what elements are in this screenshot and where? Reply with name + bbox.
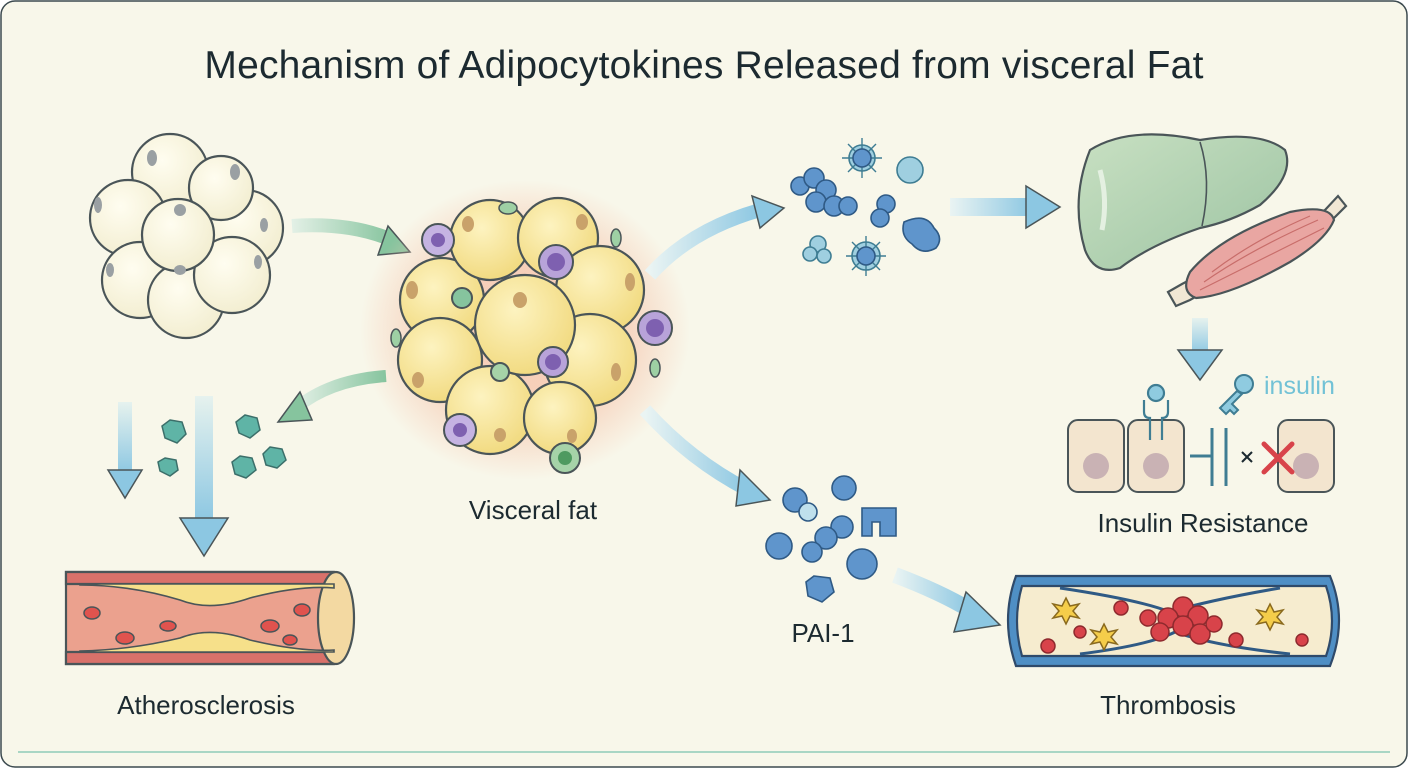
- insulin-receptor-icon: [1142, 383, 1170, 440]
- arrow-to-insulin-resistance: [1176, 318, 1224, 382]
- insulin-label: insulin: [1264, 372, 1335, 400]
- muscle: [1166, 194, 1348, 308]
- pai1-label: PAI-1: [791, 618, 855, 648]
- arrow-to-visceral-fat: [291, 218, 395, 247]
- platelets: [1050, 596, 1286, 652]
- blocked-receptor-icon: [1190, 428, 1228, 486]
- atherosclerosis-vessel: [64, 570, 356, 666]
- visceral-fat-tissue: [360, 180, 690, 480]
- blood-clot: [1040, 596, 1309, 654]
- page-title: Mechanism of Adipocytokines Released fro…: [204, 44, 1204, 87]
- pai1-particles: [765, 475, 897, 603]
- atherosclerosis-label: Atherosclerosis: [117, 690, 295, 720]
- liver: [1077, 133, 1289, 271]
- left-cytokine-particles: [157, 414, 287, 479]
- arrows-to-atherosclerosis: [106, 396, 230, 558]
- insulin-resistance-label: Insulin Resistance: [1097, 508, 1309, 538]
- insulin-resistance-cells: [1067, 419, 1335, 493]
- arrow-to-cytokines: [644, 203, 762, 280]
- insulin-key-icon: [1218, 374, 1254, 416]
- visceral-fat-label: Visceral fat: [468, 495, 598, 525]
- thrombosis-label: Thrombosis: [1100, 690, 1236, 720]
- arrow-to-liver: [950, 184, 1062, 230]
- cytokine-particles-top: [790, 138, 941, 276]
- healthy-fat-cluster: [88, 132, 285, 340]
- red-cross-icon: [1261, 441, 1295, 475]
- arrow-to-pai1: [639, 405, 752, 497]
- times-sign-icon: [1241, 451, 1253, 463]
